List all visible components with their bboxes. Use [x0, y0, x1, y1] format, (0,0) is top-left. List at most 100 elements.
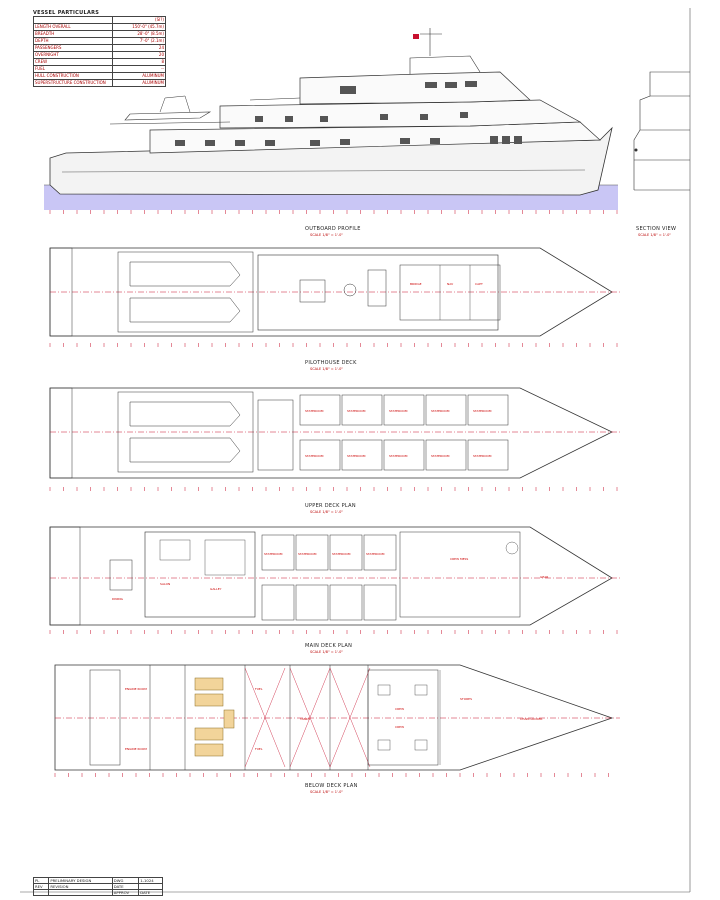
pilot-room-3: CAPT: [475, 282, 483, 286]
main-cabin-label: STATEROOM: [264, 552, 283, 556]
main-room-gear: GEAR: [540, 575, 548, 579]
main-room-dining: DINING: [112, 597, 124, 601]
below-room-chain: CHAIN LOCKER: [520, 717, 542, 721]
cabin-outline: [329, 584, 363, 621]
particulars-value: ALUMINUM: [112, 79, 166, 87]
tank-diagonal: [244, 667, 286, 768]
section-view-label: SECTION VIEW: [636, 226, 677, 232]
below-room-crew-1: CREW: [395, 707, 404, 711]
title-block-cell: [32, 889, 50, 896]
cabin-outline: [329, 534, 363, 571]
main-cabins: STATEROOM STATEROOM STATEROOM STATEROOM: [261, 534, 397, 621]
below-room-tanks: TANKS: [299, 717, 310, 721]
upper-cabin-label: STATEROOM: [389, 454, 408, 458]
cabin-outline: [383, 394, 425, 426]
upper-deck-plan: STATEROOM STATEROOM STATEROOM STATEROOM STAT…: [49, 387, 620, 491]
pilothouse-deck-plan: BRIDGE NAV CAPT: [49, 247, 620, 347]
upper-cabin-label: STATEROOM: [347, 454, 366, 458]
main-room-salon: SALON: [160, 582, 170, 586]
section-view: [633, 71, 690, 191]
main-frame-ticks: [49, 630, 618, 634]
main-room-galley: GALLEY: [210, 587, 222, 591]
below-room-engine-2: ENGINE ROOM: [125, 747, 147, 751]
pilot-room-1: BRIDGE: [410, 282, 422, 286]
upper-cabin-label: STATEROOM: [473, 409, 492, 413]
cabin-outline: [467, 394, 509, 426]
pilot-room-2: NAV: [447, 282, 454, 286]
below-room-fuel-1: FUEL: [255, 687, 263, 691]
below-frame-ticks: [54, 773, 609, 777]
main-cabin-label: STATEROOM: [298, 552, 317, 556]
main-cabin-label: STATEROOM: [366, 552, 385, 556]
upper-deck-outline: [49, 387, 613, 479]
tank-diagonal: [329, 667, 371, 768]
cabin-outline: [383, 439, 425, 471]
cabin-outline: [363, 534, 397, 571]
cabin-outline: [341, 439, 383, 471]
cabin-outline: [341, 394, 383, 426]
upper-deckhouse: [219, 99, 582, 129]
tank-diagonal: [289, 667, 331, 768]
cabin-outline: [295, 584, 329, 621]
hull-outline: [49, 126, 613, 196]
below-deck-label: BELOW DECK PLAN: [305, 783, 358, 789]
main-deck-plan: STATEROOM STATEROOM STATEROOM STATEROOM SAL…: [49, 526, 620, 634]
below-bulkheads: [149, 665, 371, 770]
main-deck-scale: SCALE 1/8" = 1'-0": [310, 650, 344, 654]
pilothouse-scale: SCALE 1/8" = 1'-0": [310, 367, 344, 371]
title-block-cell: DATE: [138, 889, 163, 896]
below-room-stores: STORES: [460, 697, 472, 701]
title-block-cell: APPROV: [111, 889, 140, 896]
cabin-outline: [299, 394, 341, 426]
upper-cabin-label: STATEROOM: [431, 409, 450, 413]
main-deck-label: MAIN DECK PLAN: [305, 643, 353, 649]
outboard-profile-scale: SCALE 1/8" = 1'-0": [310, 233, 344, 237]
tender-boat: [124, 111, 212, 121]
cabin-outline: [425, 439, 467, 471]
below-deck-outline: [54, 664, 614, 771]
main-cabin-label: STATEROOM: [332, 552, 351, 556]
particulars-key: SUPERSTRUCTURE CONSTRUCTION: [32, 79, 114, 87]
below-room-fuel-2: FUEL: [255, 747, 263, 751]
upper-frame-ticks: [49, 487, 618, 491]
cabin-outline: [261, 534, 295, 571]
main-room-crew: CREW MESS: [450, 557, 468, 561]
upper-cabins: STATEROOM STATEROOM STATEROOM STATEROOM STAT…: [299, 394, 509, 471]
pilothouse: [299, 71, 531, 105]
profile-frame-ticks: [49, 210, 618, 214]
outboard-profile-label: OUTBOARD PROFILE: [305, 226, 361, 232]
upper-deck-label: UPPER DECK PLAN: [305, 503, 356, 509]
cabin-outline: [467, 439, 509, 471]
cabin-outline: [363, 584, 397, 621]
title-block-cell: [48, 889, 113, 896]
upper-cabin-label: STATEROOM: [347, 409, 366, 413]
particulars-title: VESSEL PARTICULARS: [33, 10, 100, 16]
cabin-outline: [299, 439, 341, 471]
upper-cabin-label: STATEROOM: [305, 454, 324, 458]
below-room-engine-1: ENGINE ROOM: [125, 687, 147, 691]
profile-windows: [175, 81, 522, 146]
section-view-scale: SCALE 1/8" = 1'-0": [638, 233, 672, 237]
main-deck-outline: [49, 526, 613, 626]
cabin-outline: [261, 584, 295, 621]
below-room-crew-2: CREW: [395, 725, 404, 729]
upper-cabin-label: STATEROOM: [431, 454, 450, 458]
below-deck-scale: SCALE 1/8" = 1'-0": [310, 790, 344, 794]
upper-cabin-label: STATEROOM: [305, 409, 324, 413]
cabin-outline: [425, 394, 467, 426]
pilothouse-label: PILOTHOUSE DECK: [305, 360, 357, 366]
below-deck-plan: ENGINE ROOM ENGINE ROOM FUEL FUEL TANKS …: [54, 664, 620, 777]
upper-deck-scale: SCALE 1/8" = 1'-0": [310, 510, 344, 514]
engines: [194, 677, 235, 757]
cabin-outline: [295, 534, 329, 571]
outboard-profile: [44, 28, 618, 214]
pilothouse-frame-ticks: [49, 343, 618, 347]
